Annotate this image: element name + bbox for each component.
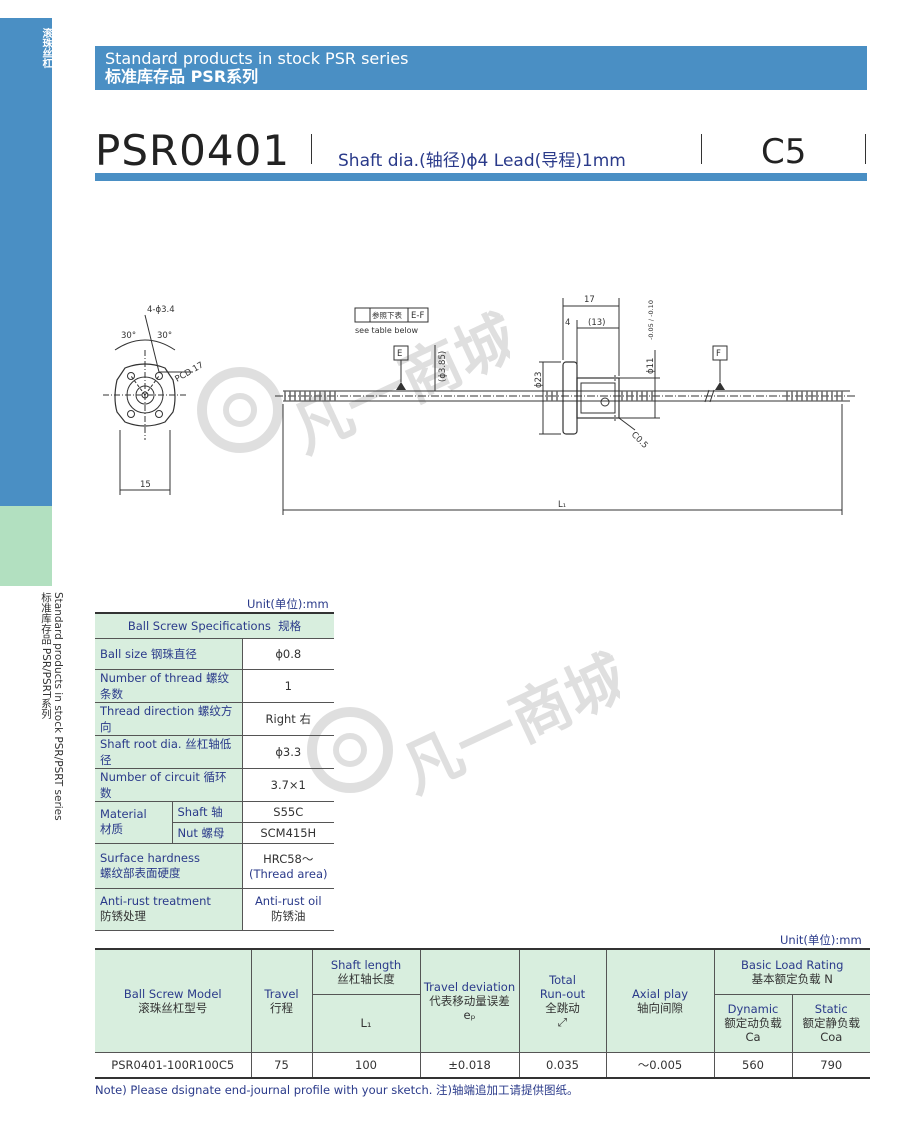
reference-box: E-F bbox=[411, 311, 424, 321]
flange-end-view bbox=[103, 314, 193, 495]
table-row: Number of circuit 循环数 3.7×1 bbox=[95, 767, 334, 802]
model-subtitle: Shaft dia.(轴径)ϕ4 Lead(导程)1mm bbox=[338, 151, 626, 171]
sidebar: Ball Screw 滚珠丝杠 Standard products in sto… bbox=[0, 0, 64, 1135]
col-dynamic: Dynamic 额定动负载 Ca bbox=[713, 993, 793, 1053]
dia-23: ϕ23 bbox=[534, 372, 544, 388]
divider bbox=[311, 134, 312, 164]
dim-l1: L₁ bbox=[558, 500, 566, 510]
watermark-logo: 凡一商城 bbox=[307, 642, 620, 807]
runout-icon: ⤢ bbox=[557, 1014, 568, 1029]
col-axial: Axial play 轴向间隙 bbox=[605, 948, 715, 1053]
tol-11: -0.05 / -0.10 bbox=[647, 300, 655, 340]
table-row: Thread direction 螺纹方向 Right 右 bbox=[95, 701, 334, 736]
chamfer-label: C0.5 bbox=[629, 430, 650, 451]
reference-en: see table below bbox=[355, 326, 418, 335]
col-shaft-sub: L₁ bbox=[311, 993, 421, 1053]
spec-unit: Unit(单位):mm bbox=[247, 597, 329, 611]
hardness-value: HRC58～ (Thread area) bbox=[242, 842, 334, 889]
dia-385: (ϕ3.85) bbox=[438, 351, 448, 382]
table-row: Surface hardness 螺纹部表面硬度 HRC58～ (Thread … bbox=[95, 842, 334, 889]
product-unit: Unit(单位):mm bbox=[780, 933, 862, 947]
accuracy-grade: C5 bbox=[761, 132, 807, 172]
technical-drawing: 4-ϕ3.4 30° 30° PCD 17 15 参照下表 E-F see ta… bbox=[103, 295, 857, 515]
sidebar-blue-band bbox=[0, 18, 52, 506]
banner-title-cn: 标准库存品 PSR系列 bbox=[105, 67, 259, 86]
antirust-value: Anti-rust oil 防锈油 bbox=[242, 887, 334, 931]
col-deviation: Travel deviation 代表移动量误差 eₚ bbox=[419, 948, 520, 1053]
dim-17: 17 bbox=[584, 295, 595, 305]
col-runout: Total Run-out 全跳动 ⤢ bbox=[518, 948, 607, 1053]
datum-f: F bbox=[716, 349, 721, 359]
divider bbox=[701, 134, 702, 164]
table-row: Number of thread 螺纹条数 1 bbox=[95, 668, 334, 703]
spec-table: Ball Screw Specifications 规格 Ball size 钢… bbox=[95, 612, 334, 931]
dim-13: (13) bbox=[588, 318, 605, 328]
product-table: Ball Screw Model 滚珠丝杠型号 Travel 行程 Shaft … bbox=[95, 948, 870, 1079]
model-name: PSR0401 bbox=[95, 126, 291, 175]
col-shaft-length: Shaft length 丝杠轴长度 bbox=[311, 948, 421, 995]
col-model: Ball Screw Model 滚珠丝杠型号 bbox=[95, 948, 252, 1053]
antirust-label: Anti-rust treatment 防锈处理 bbox=[95, 887, 243, 931]
datum-e: E bbox=[397, 349, 402, 359]
table-row: PSR0401-100R100C5 75 100 ±0.018 0.035 ～0… bbox=[95, 1051, 870, 1079]
angle-right-label: 30° bbox=[157, 331, 172, 341]
sidebar-green-band bbox=[0, 506, 52, 586]
dim-4: 4 bbox=[565, 318, 570, 328]
angle-left-label: 30° bbox=[121, 331, 136, 341]
sidebar-top-label: Ball Screw 滚珠丝杠 bbox=[40, 28, 62, 80]
table-row: Ball size 钢珠直径 ϕ0.8 bbox=[95, 637, 334, 670]
reference-cn: 参照下表 bbox=[372, 310, 402, 320]
hardness-label: Surface hardness 螺纹部表面硬度 bbox=[95, 842, 243, 889]
series-banner: Standard products in stock PSR series 标准… bbox=[95, 46, 867, 90]
watermark-logo: 凡一商城 bbox=[197, 302, 510, 467]
col-load: Basic Load Rating 基本额定负载 N bbox=[713, 948, 870, 995]
width-label: 15 bbox=[140, 480, 151, 490]
pcd-label: PCD 17 bbox=[174, 360, 206, 384]
spec-header: Ball Screw Specifications 规格 bbox=[95, 612, 334, 639]
divider bbox=[865, 134, 866, 164]
col-travel: Travel 行程 bbox=[250, 948, 313, 1053]
model-title-row: PSR0401 Shaft dia.(轴径)ϕ4 Lead(导程)1mm C5 bbox=[95, 124, 867, 175]
svg-text:凡一商城: 凡一商城 bbox=[391, 642, 620, 807]
table-row: Shaft root dia. 丝杠轴低径 ϕ3.3 bbox=[95, 734, 334, 769]
footnote: Note) Please dsignate end-journal profil… bbox=[95, 1083, 579, 1097]
sidebar-bottom-label: Standard products in stock PSR/PSRT seri… bbox=[40, 592, 64, 821]
banner-title-en: Standard products in stock PSR series bbox=[105, 49, 409, 68]
table-row: Anti-rust treatment 防锈处理 Anti-rust oil 防… bbox=[95, 887, 334, 931]
title-underline bbox=[95, 173, 867, 181]
hole-label: 4-ϕ3.4 bbox=[147, 305, 175, 315]
material-label: Material 材质 bbox=[95, 800, 173, 844]
table-row: Material 材质 Shaft 轴 S55C bbox=[95, 800, 334, 844]
col-static: Static 额定静负载 Coa bbox=[791, 993, 870, 1053]
dia-11: ϕ11 bbox=[646, 358, 656, 374]
